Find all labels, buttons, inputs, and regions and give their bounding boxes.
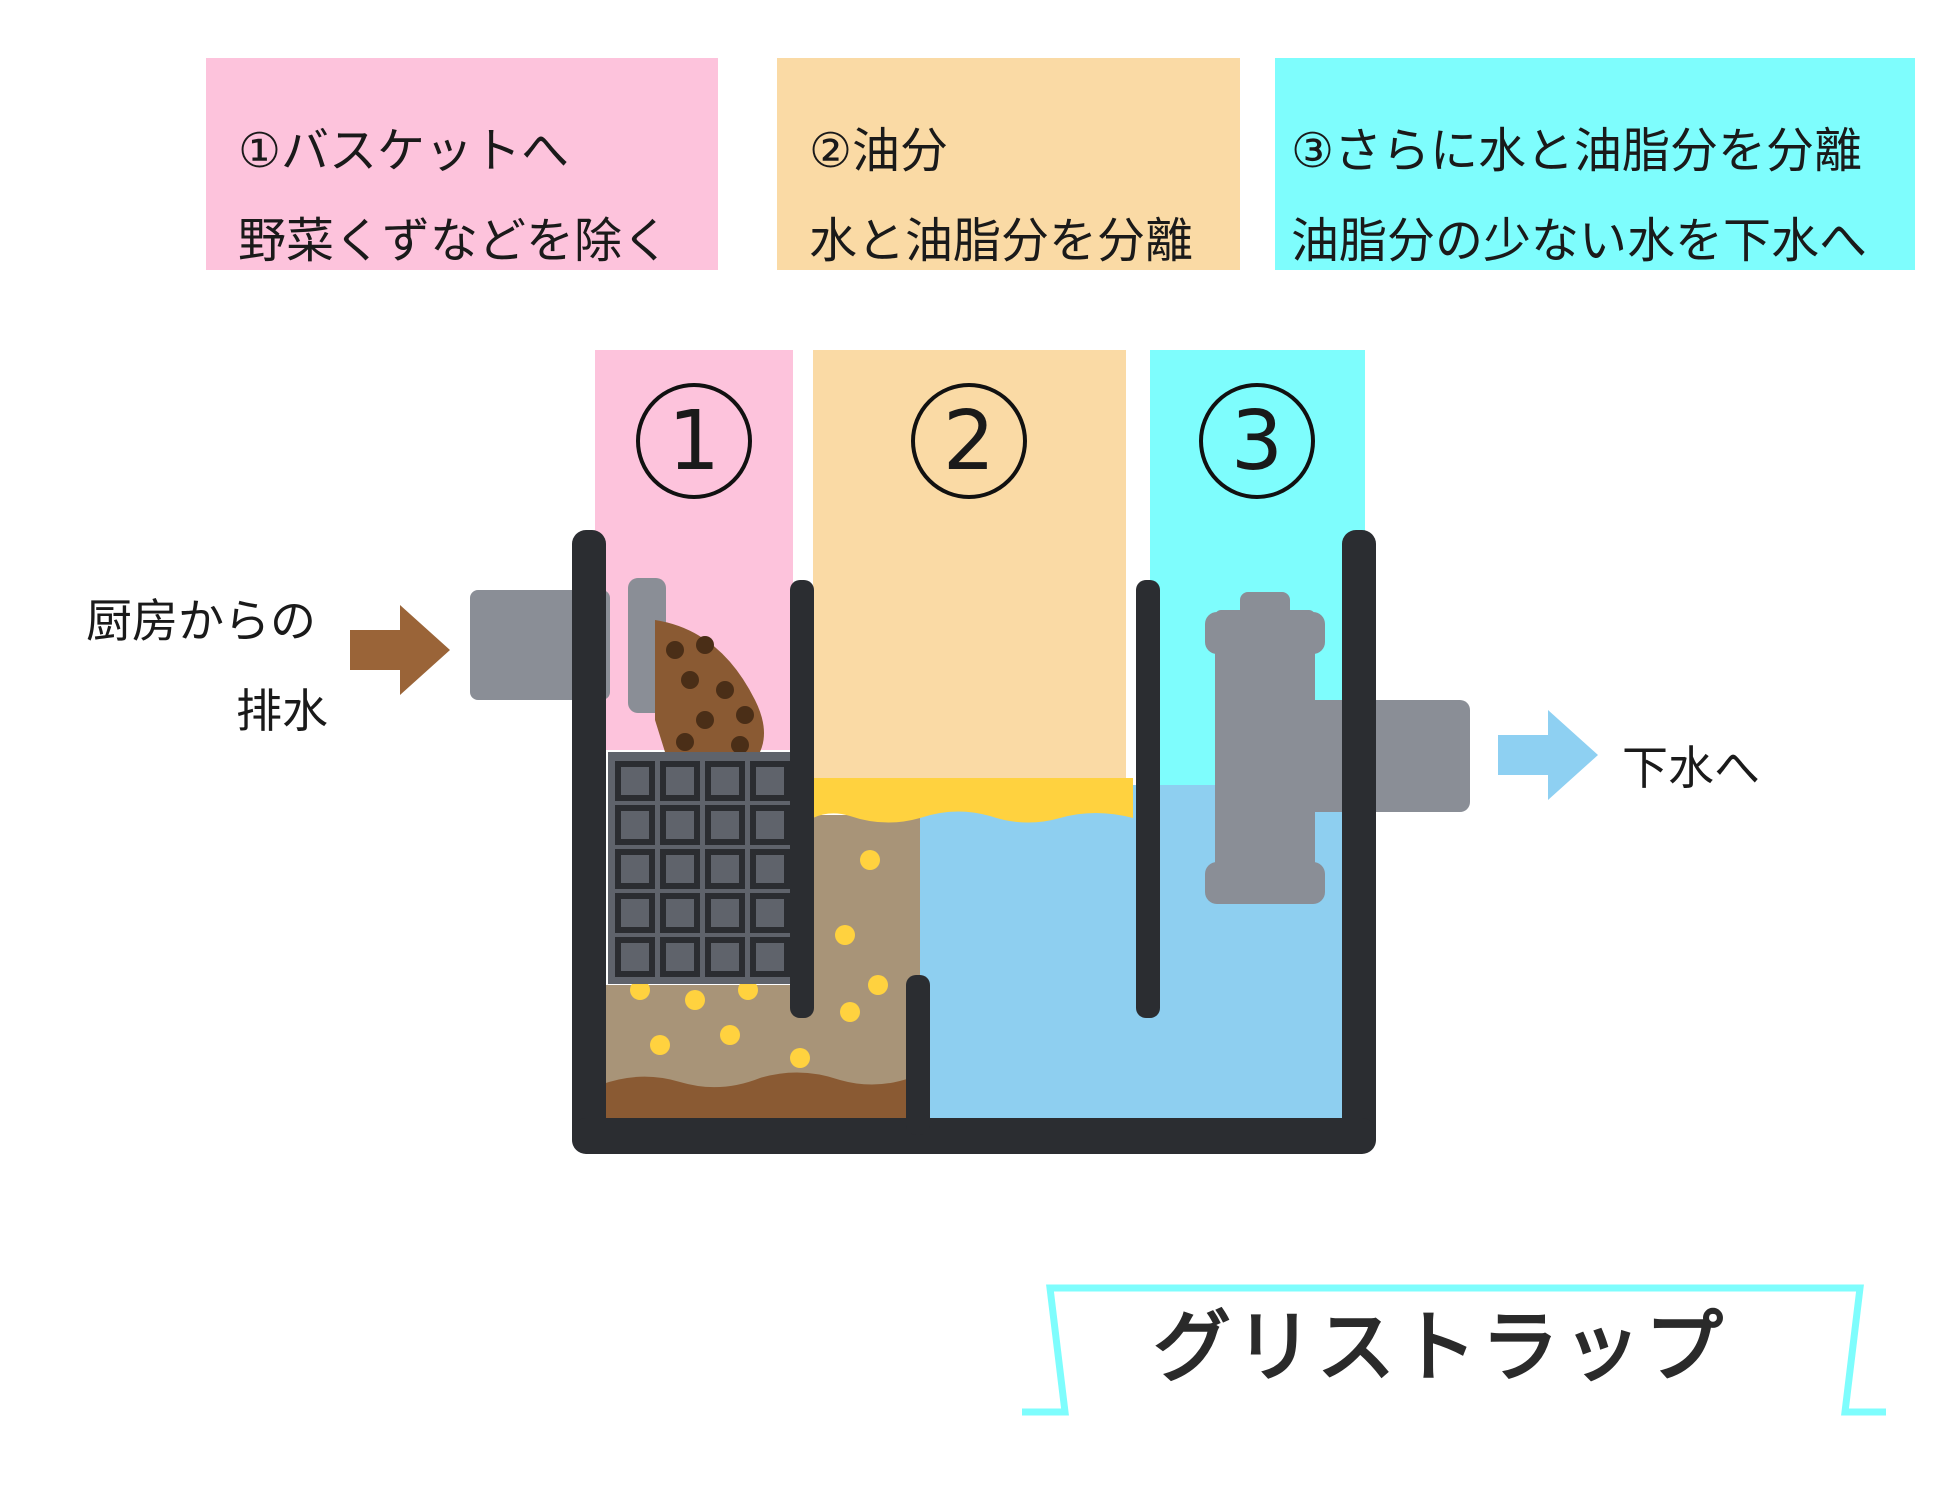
- stage-2-text: 水と油脂分を分離: [809, 213, 1194, 269]
- stage-2-description-box: ②油分 水と油脂分を分離: [777, 58, 1240, 270]
- droplet: [835, 925, 855, 945]
- sludge-layer: [600, 1072, 910, 1120]
- tank: [572, 530, 1376, 1154]
- tank-left-wall: [572, 530, 606, 1150]
- outlet-vertical-cap-bottom: [1205, 862, 1325, 904]
- basket-mesh-cell: [660, 805, 700, 845]
- basket-icon: [608, 752, 800, 984]
- outlet-vertical-pipe: [1215, 610, 1315, 900]
- basket-mesh-cell: [705, 893, 745, 933]
- droplet: [868, 975, 888, 995]
- stage-3-text: 油脂分の少ない水を下水へ: [1291, 213, 1868, 269]
- baffle-3: [1136, 580, 1160, 1018]
- basket-mesh: [615, 761, 790, 977]
- inlet-label-line1: 厨房からの: [86, 594, 316, 648]
- basket-mesh-cell: [750, 937, 790, 977]
- basket-mesh-cell: [615, 893, 655, 933]
- basket-mesh-cell: [705, 805, 745, 845]
- baffle-2-floor: [906, 975, 930, 1135]
- basket-mesh-cell: [660, 893, 700, 933]
- stage-1-text: 野菜くずなどを除く: [238, 213, 671, 269]
- basket-mesh-cell: [615, 761, 655, 801]
- baffle-1: [790, 580, 814, 1018]
- outlet-pipe: [1300, 700, 1470, 812]
- basket-mesh-cell: [615, 849, 655, 889]
- outlet-arrow-icon: [1498, 710, 1598, 800]
- basket-mesh-cell: [750, 893, 790, 933]
- droplet: [685, 990, 705, 1010]
- basket-mesh-cell: [660, 937, 700, 977]
- outlet-vertical-cap-knob: [1240, 592, 1290, 620]
- tank-floor: [572, 1118, 1376, 1154]
- basket-mesh-cell: [660, 761, 700, 801]
- chamber-1-number: 1: [636, 383, 752, 499]
- inlet-arrow-icon: [350, 605, 450, 695]
- basket-mesh-cell: [705, 849, 745, 889]
- stage-3-title: ③さらに水と油脂分を分離: [1291, 123, 1863, 179]
- oil-layer: [813, 778, 1133, 823]
- basket-mesh-cell: [660, 849, 700, 889]
- basket-mesh-cell: [705, 761, 745, 801]
- basket-mesh-cell: [705, 937, 745, 977]
- droplet: [738, 980, 758, 1000]
- droplet: [860, 850, 880, 870]
- stage-2-title: ②油分: [809, 123, 949, 179]
- title-banner-frame: [1022, 1284, 1886, 1416]
- droplet: [840, 1002, 860, 1022]
- stage-1-title: ①バスケットへ: [238, 123, 570, 179]
- inlet-label-line2: 排水: [236, 684, 328, 738]
- droplet: [630, 980, 650, 1000]
- basket-mesh-cell: [750, 849, 790, 889]
- grease-droplets: [630, 850, 888, 1068]
- basket-mesh-cell: [750, 805, 790, 845]
- outlet-label: 下水へ: [1622, 741, 1760, 795]
- droplet: [650, 1035, 670, 1055]
- outlet-vertical-cap-top: [1205, 612, 1325, 654]
- chamber-3-number: 3: [1199, 383, 1315, 499]
- stage-3-description-box: ③さらに水と油脂分を分離 油脂分の少ない水を下水へ: [1275, 58, 1915, 270]
- basket-mesh-cell: [615, 805, 655, 845]
- basket-mesh-cell: [615, 937, 655, 977]
- stage-1-description-box: ①バスケットへ 野菜くずなどを除く: [206, 58, 718, 270]
- debris-icon: [655, 620, 764, 754]
- diagram-title: グリストラップ: [1152, 1302, 1727, 1393]
- basket-mesh-cell: [750, 761, 790, 801]
- droplet: [720, 1025, 740, 1045]
- droplet: [790, 1048, 810, 1068]
- tank-right-wall: [1342, 530, 1376, 1150]
- chamber-2-number: 2: [911, 383, 1027, 499]
